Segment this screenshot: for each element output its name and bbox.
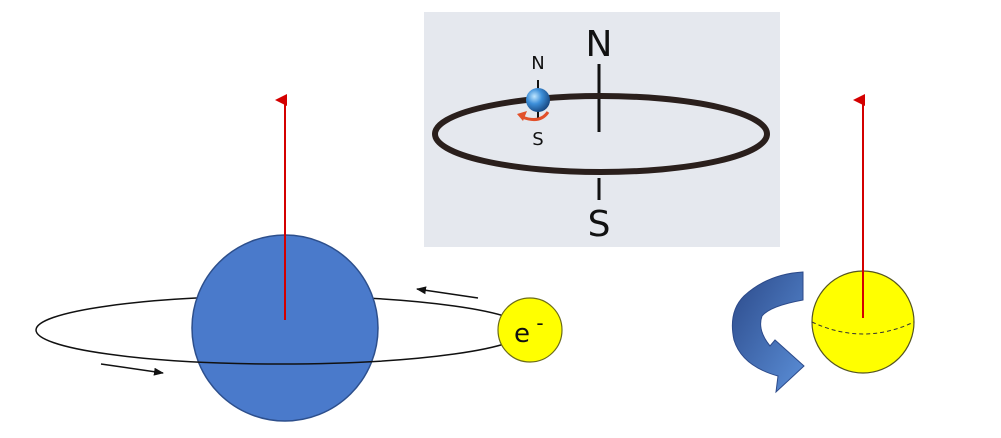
spinning-particle — [526, 88, 550, 112]
spin-north-label: N — [531, 53, 544, 74]
sphere-equator — [811, 321, 915, 335]
electron-label: e — [514, 319, 530, 349]
spin-rotation-arrow — [521, 111, 550, 122]
inset-axis-south-label: S — [588, 204, 611, 245]
electron — [497, 297, 563, 363]
inset-ring — [432, 93, 770, 175]
electron-charge-sign: - — [536, 311, 543, 335]
orbit-path-front — [35, 329, 527, 365]
spin-rotation-arrowhead — [517, 111, 527, 121]
orbit-direction-arrow-bottom — [100, 363, 164, 376]
spin-rotation-curved-arrow — [731, 271, 805, 394]
orbital-model: e - — [35, 94, 563, 422]
spin-south-label: S — [532, 129, 543, 150]
spin-model — [731, 94, 915, 394]
inset-background — [424, 12, 780, 247]
orbit-direction-arrow-top — [416, 286, 479, 299]
spin-inset-panel: N S N S — [424, 12, 780, 247]
inset-axis-north-label: N — [586, 24, 613, 65]
